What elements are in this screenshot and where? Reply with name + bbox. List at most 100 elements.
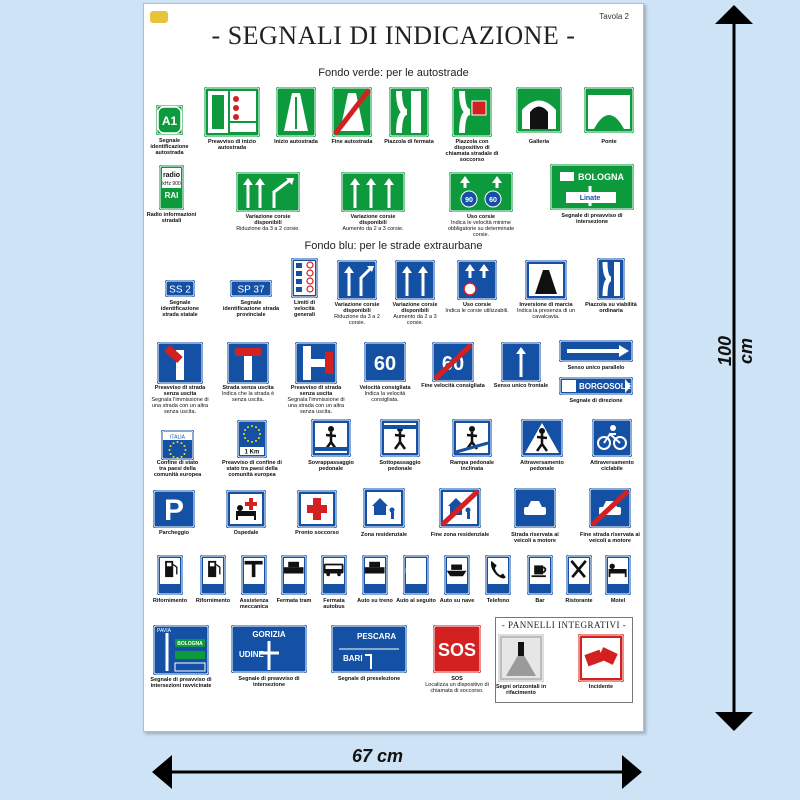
caption-title: Variazione corsie disponibili [334,302,380,314]
caption-subtitle: Indica le corsie utilizzabili. [445,308,509,314]
motor-road-end-sign-graphic [589,488,631,528]
svg-text:1 Km: 1 Km [245,450,260,456]
pedestrian-crossing-sign [521,419,563,457]
sign-caption: Segnale di preselezione [327,676,411,682]
tram-stop-sign-graphic [281,555,307,595]
svg-text:P: P [164,494,184,527]
panels-integrativi-frame: - PANNELLI INTEGRATIVI - [495,617,633,703]
motor-road-sign [514,488,556,528]
caption-title: Segnale identificazione autostrada [150,138,189,156]
sign-caption: Piazzola su viabilità ordinaria [581,302,641,314]
caption-title: Segnale identificazione strada provincia… [222,300,280,318]
sign-caption: Confine di stato tra paesi della comunit… [153,460,203,478]
one-way-frontal-sign-graphic [501,342,541,382]
caption-title: Senso unico parallelo [567,365,625,371]
bridge-sign [584,87,634,133]
caption-title: Zona residenziale [360,532,408,538]
caption-title: Incidente [588,684,614,690]
caption-title: Fine strada riservata ai veicoli a motor… [580,532,640,544]
ss2-identification-sign: SS 2 [165,280,195,297]
sign-caption: Senso unico parallelo [559,365,633,371]
pedestrian-overpass-sign-graphic [311,419,351,457]
a1-identification-sign: A1 [156,105,183,135]
sign-caption: Inizio autostrada [266,139,326,145]
pedestrian-ramp-sign [452,419,492,457]
caption-subtitle: Aumento da 2 a 3 corsie. [393,314,437,326]
svg-text:PAVIA: PAVIA [157,628,172,634]
caption-title: Pronto soccorso [295,530,339,536]
sign-caption: Fermata tram [274,598,314,604]
fuel-sign-graphic [157,555,183,595]
caption-title: Ponte [601,139,617,145]
svg-text:UDINE: UDINE [239,650,265,659]
sign-caption: Fine zona residenziale [430,532,490,538]
car-on-ship-sign [444,555,470,595]
caption-title: Strada riservata ai veicoli a motore [511,532,559,544]
advisory-speed-sign-graphic: 60 [364,342,406,382]
restaurant-sign-graphic [566,555,592,595]
sos-lay-by-sign-graphic [452,87,492,137]
road-markings-panel-sign-graphic [498,634,544,682]
pedestrian-underpass-sign-graphic [380,419,420,457]
sign-caption: Limiti di velocità generali [285,300,325,318]
u-turn-sign-graphic [525,260,567,300]
sign-caption: Segnale di preavviso di intersezioni rav… [149,677,213,689]
one-way-parallel-sign-graphic [559,340,633,362]
sign-caption: Strada riservata ai veicoli a motore [505,532,565,544]
sign-caption: Zona residenziale [354,532,414,538]
caption-title: Radio informazioni stradali [146,212,197,224]
autostrada-end-sign [332,87,372,137]
car-trailer-sign-graphic [403,555,429,595]
caption-title: Auto su treno [357,598,393,604]
residential-zone-end-sign-graphic [439,488,481,528]
caption-title: Uso corsie [466,214,496,220]
dead-end-sign-graphic [227,342,269,384]
caption-title: Segnale di preselezione [337,676,401,682]
motel-sign [605,555,631,595]
sign-caption: Segnale di preavviso di intersezione [227,676,311,688]
sign-caption: Parcheggio [144,530,204,536]
lanes-reduction-blue-sign-graphic [337,260,377,300]
caption-title: Ristorante [565,598,593,604]
sign-caption: Piazzola con dispositivo di chiamata str… [442,139,502,163]
caption-title: Preavviso di strada senza uscita [290,385,342,397]
svg-text:SP 37: SP 37 [237,285,264,296]
autostrada-start-sign-graphic [276,87,316,137]
caption-title: Fermata tram [276,598,312,604]
caption-subtitle: Segnala l'immissione di una strada con u… [151,397,209,415]
motor-road-sign-graphic [514,488,556,528]
svg-text:PESCARA: PESCARA [357,632,396,641]
svg-text:kHz 900: kHz 900 [162,181,181,187]
caption-title: Bar [535,598,545,604]
fuel-electric-sign-graphic [200,555,226,595]
sign-caption: Segnale identificazione autostrada [145,138,195,156]
telephone-sign-graphic [485,555,511,595]
caption-title: Preavviso di confine di stato tra paesi … [222,460,282,478]
caption-title: Preavviso di strada senza uscita [154,385,206,397]
one-way-parallel-sign [559,340,633,362]
lanes-increase-blue-sign [395,260,435,300]
publisher-logo [150,11,168,23]
caption-title: Ospedale [233,530,259,536]
sign-caption: Sovrappassaggio pedonale [301,460,361,472]
caption-title: Variazione corsie disponibili [350,214,396,226]
svg-text:BOLOGNA: BOLOGNA [578,172,624,182]
caption-title: Confine di stato tra paesi della comunit… [153,460,202,478]
sign-caption: Incidente [575,684,627,690]
sign-caption: Rifornimento [193,598,233,604]
caption-title: Segnale di preavviso di intersezione [238,676,300,688]
caption-title: Segnale di preavviso di intersezioni rav… [150,677,212,689]
tavola-label: Tavola 2 [599,12,629,21]
sign-caption: Preavviso di inizio autostrada [202,139,262,151]
svg-text:radio: radio [163,172,180,179]
sign-caption: Telefono [478,598,518,604]
